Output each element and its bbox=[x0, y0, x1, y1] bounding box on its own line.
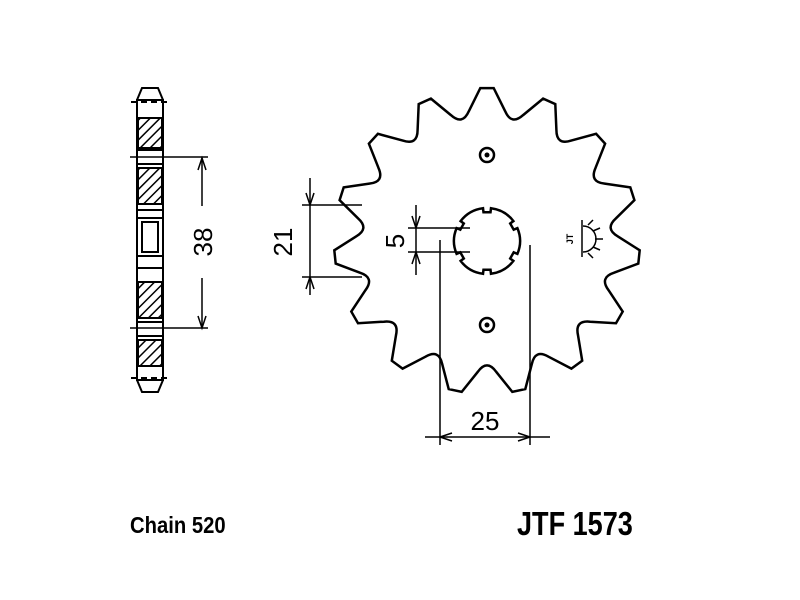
sprocket-outline bbox=[332, 86, 642, 394]
dimension-25: 25 bbox=[471, 406, 500, 436]
part-number: JTF 1573 bbox=[517, 505, 633, 542]
side-profile bbox=[130, 87, 208, 393]
mounting-hole-top bbox=[478, 146, 496, 164]
mounting-hole-bottom bbox=[478, 316, 496, 334]
hole-center bbox=[484, 152, 490, 158]
dimension-5: 5 bbox=[380, 234, 410, 248]
chain-label: Chain 520 bbox=[130, 512, 226, 538]
sun-symbol-icon bbox=[581, 219, 603, 259]
symbol-text: JT bbox=[565, 233, 575, 244]
hole-center bbox=[484, 322, 490, 328]
dimension-lines bbox=[302, 178, 550, 445]
dimension-21: 21 bbox=[268, 228, 298, 257]
spline-hub bbox=[452, 206, 522, 276]
dimension-38: 38 bbox=[188, 228, 218, 257]
